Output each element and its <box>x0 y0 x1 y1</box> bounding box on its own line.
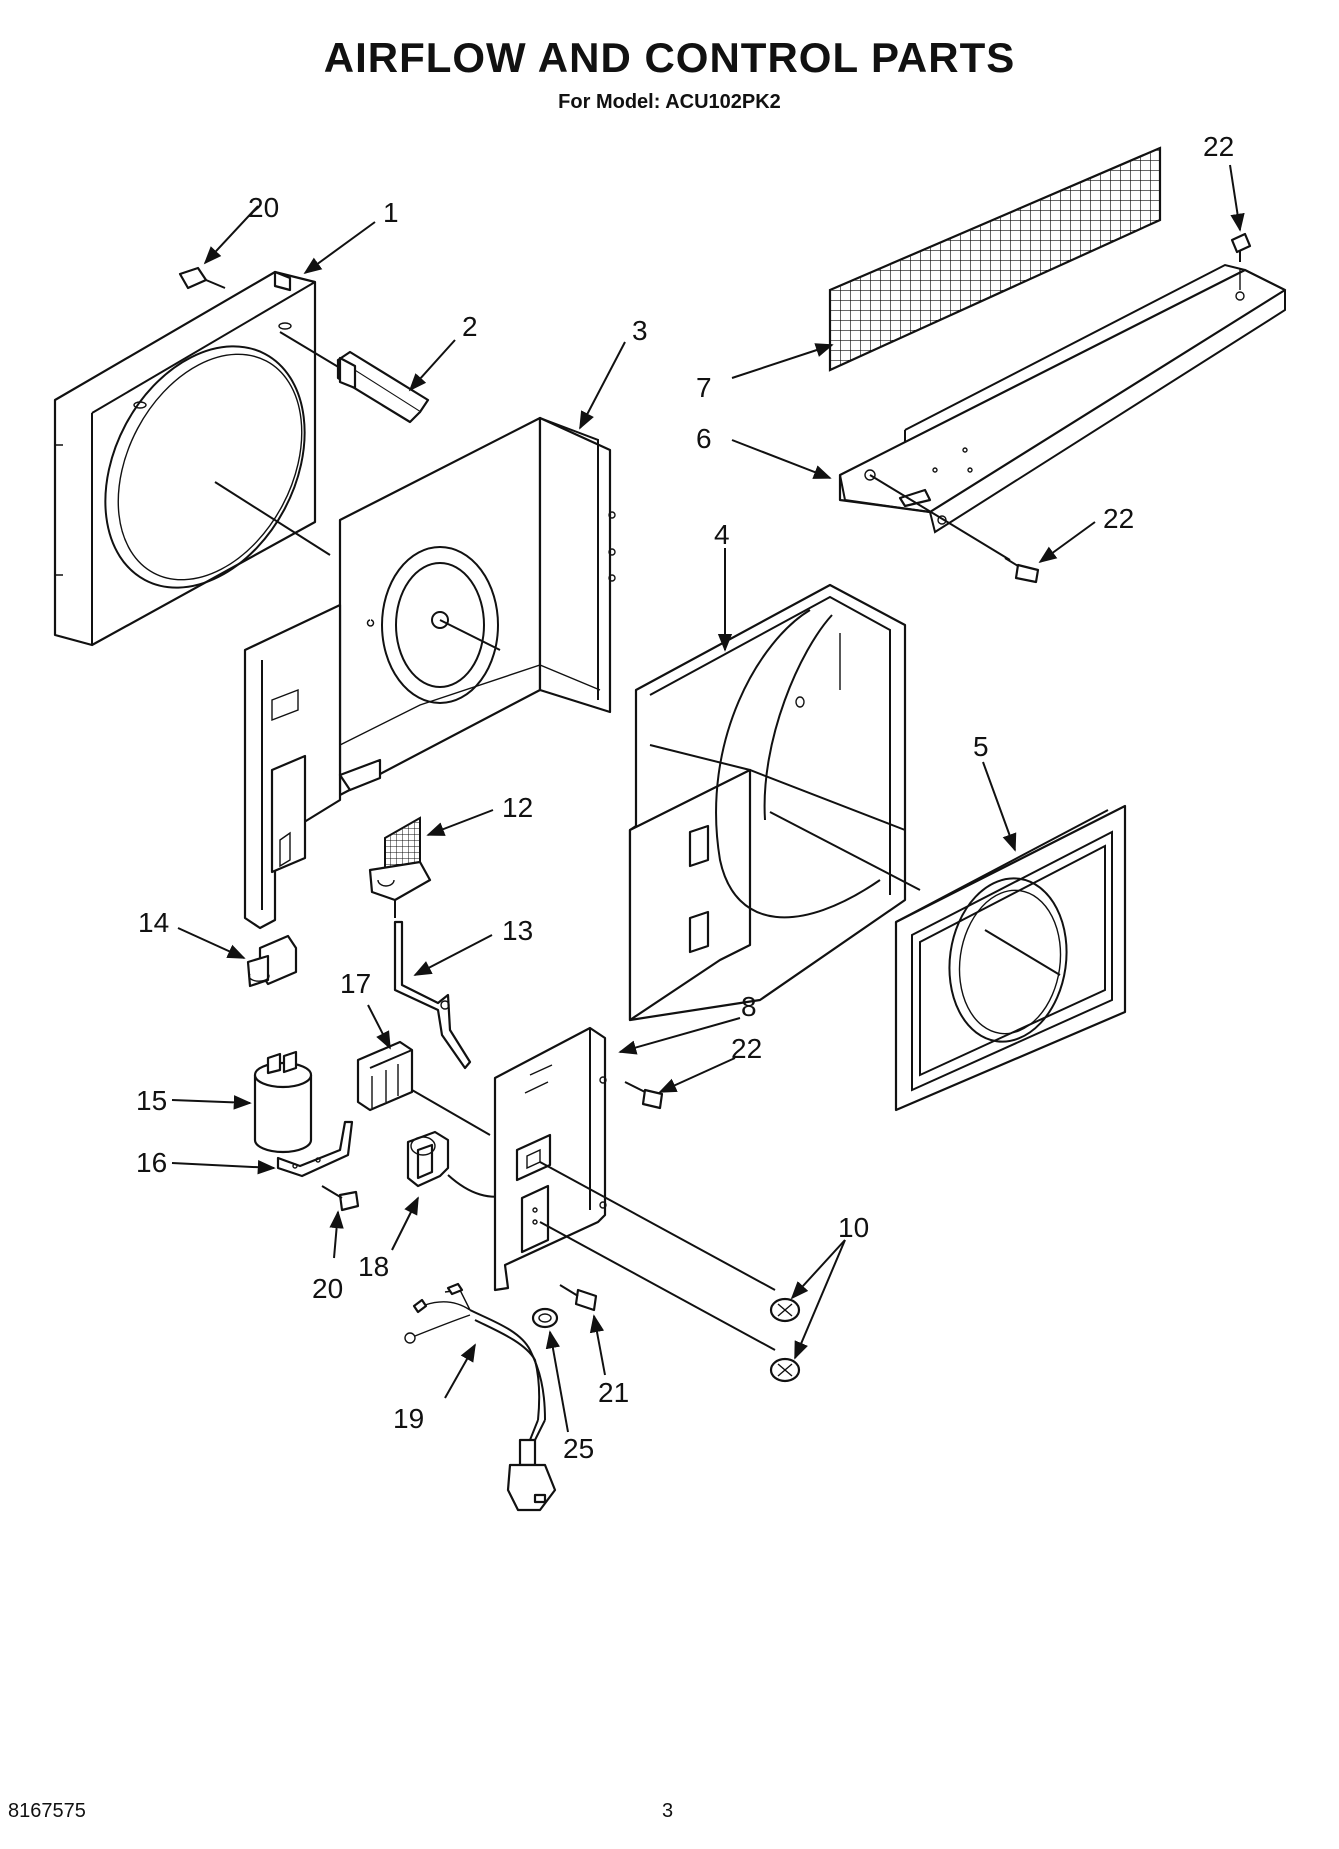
callout-7: 7 <box>696 372 712 403</box>
callout-16: 16 <box>136 1147 167 1178</box>
page-title: AIRFLOW AND CONTROL PARTS <box>323 34 1016 81</box>
part-12-damper <box>368 816 432 918</box>
callout-2: 2 <box>462 311 478 342</box>
callout-20-bottom: 20 <box>312 1273 343 1304</box>
model-subtitle: For Model: ACU102PK2 <box>558 91 781 113</box>
part-15-capacitor <box>253 1050 313 1154</box>
part-6-filter-tray <box>838 263 1287 561</box>
callout-18: 18 <box>358 1251 389 1282</box>
part-16-strap <box>276 1120 354 1178</box>
part-4-blower-housing <box>628 583 921 1022</box>
callout-8: 8 <box>741 991 757 1022</box>
callout-12: 12 <box>502 792 533 823</box>
callout-19: 19 <box>393 1403 424 1434</box>
callout-14: 14 <box>138 907 169 938</box>
callout-25: 25 <box>563 1433 594 1464</box>
part-19-power-cord <box>404 1282 557 1512</box>
part-10-knob-lower <box>769 1357 801 1383</box>
part-17-switch <box>356 1040 491 1136</box>
part-25-grommet <box>531 1307 559 1329</box>
callout-numbers: 1 2 3 4 5 6 7 8 10 12 13 14 15 16 17 18 … <box>136 131 1234 1464</box>
callout-3: 3 <box>632 315 648 346</box>
page-number: 3 <box>662 1800 674 1822</box>
part-8-control-panel <box>493 1026 776 1351</box>
callout-10: 10 <box>838 1212 869 1243</box>
callout-22-panel: 22 <box>731 1033 762 1064</box>
part-21-screw <box>559 1284 598 1312</box>
part-22-screw-tray <box>1004 557 1040 584</box>
callout-15: 15 <box>136 1085 167 1116</box>
part-20-screw-top <box>178 266 226 290</box>
part-3-partition <box>243 416 616 930</box>
part-20-screw-bottom <box>321 1185 360 1212</box>
callout-22-top: 22 <box>1203 131 1234 162</box>
part-14-relay <box>246 934 298 988</box>
part-13-actuator-rod <box>393 920 472 1070</box>
callout-4: 4 <box>714 519 730 550</box>
callout-20-top: 20 <box>248 192 279 223</box>
callout-1: 1 <box>383 197 399 228</box>
part-22-screw-top <box>1230 232 1252 301</box>
callout-21: 21 <box>598 1377 629 1408</box>
part-10-knob-upper <box>769 1297 801 1323</box>
callout-13: 13 <box>502 915 533 946</box>
part-1-fan-shroud <box>53 270 331 647</box>
document-number: 8167575 <box>8 1800 86 1822</box>
part-2-bracket <box>279 331 430 424</box>
part-5-front-frame <box>894 804 1127 1112</box>
callout-6: 6 <box>696 423 712 454</box>
callout-5: 5 <box>973 731 989 762</box>
callout-22-tray: 22 <box>1103 503 1134 534</box>
callout-17: 17 <box>340 968 371 999</box>
callout-leaders <box>171 164 1245 1433</box>
part-7-filter <box>828 146 1162 372</box>
part-22-screw-panel <box>624 1081 664 1110</box>
